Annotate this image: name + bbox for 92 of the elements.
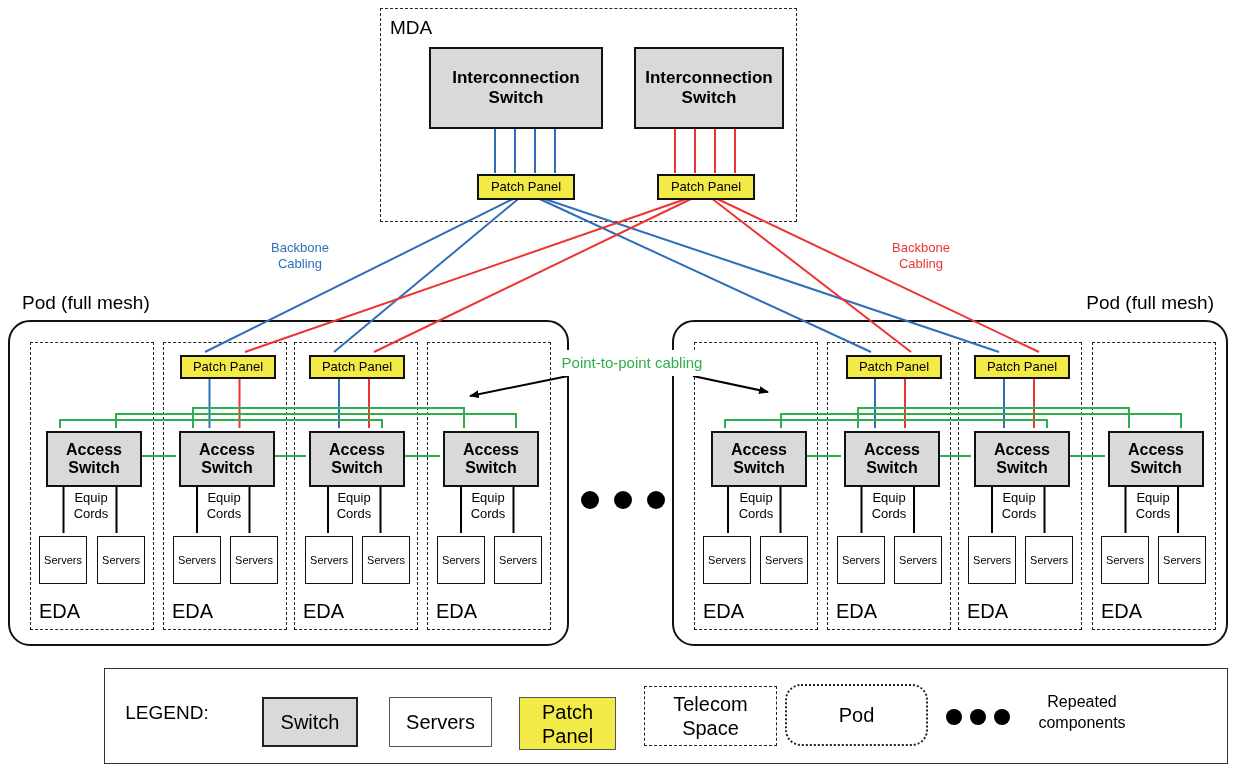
cable-line <box>115 413 517 429</box>
space-label: EDA <box>1101 600 1143 623</box>
server-box: Servers <box>362 536 410 584</box>
server-box: Servers <box>230 536 278 584</box>
telecom-space-box <box>30 342 154 630</box>
server-box: Servers <box>305 536 353 584</box>
legend-text: Repeated components <box>1037 692 1127 733</box>
cable-label: Equip Cords <box>205 490 243 522</box>
cable-label: Backbone Cabling <box>891 240 951 272</box>
cable-label: Equip Cords <box>1134 490 1172 522</box>
server-box: Servers <box>39 536 87 584</box>
switch-box: Access Switch <box>844 431 940 487</box>
cable-line <box>534 127 536 174</box>
cable-line <box>694 127 696 174</box>
cable-line <box>734 127 736 174</box>
cable-line <box>724 419 1048 429</box>
patch-panel-box: Patch Panel <box>477 174 575 200</box>
switch-box: Access Switch <box>974 431 1070 487</box>
patch-panel-box: Patch Panel <box>309 355 405 379</box>
telecom-space-box <box>1092 342 1216 630</box>
pod-heading: Pod (full mesh) <box>22 292 150 314</box>
cable-line <box>538 198 872 353</box>
switch-box: Access Switch <box>443 431 539 487</box>
cable-label: Equip Cords <box>1000 490 1038 522</box>
space-label: EDA <box>703 600 745 623</box>
cable-line <box>857 407 1130 429</box>
server-box: Servers <box>494 536 542 584</box>
server-box: Servers <box>173 536 221 584</box>
telecom-space-box <box>427 342 551 630</box>
legend-text: Patch Panel <box>540 699 595 748</box>
space-label: EDA <box>172 600 214 623</box>
cable-line <box>514 127 516 174</box>
arrow <box>469 375 570 399</box>
cable-label: Equip Cords <box>737 490 775 522</box>
cable-line <box>494 127 496 174</box>
legend-text: Telecom Space <box>672 692 749 740</box>
legend-text: Switch <box>280 710 340 734</box>
cable-line <box>204 198 514 353</box>
legend-title: LEGEND: <box>124 702 210 725</box>
space-label: EDA <box>39 600 81 623</box>
server-box: Servers <box>97 536 145 584</box>
cable-line <box>554 127 556 174</box>
cable-line <box>59 419 383 429</box>
cable-label: Equip Cords <box>335 490 373 522</box>
space-label: EDA <box>436 600 478 623</box>
space-label: EDA <box>836 600 878 623</box>
arrow <box>691 375 769 395</box>
space-label: EDA <box>303 600 345 623</box>
server-box: Servers <box>1158 536 1206 584</box>
server-box: Servers <box>837 536 885 584</box>
legend-text: Pod <box>838 703 875 727</box>
switch-box: Access Switch <box>179 431 275 487</box>
cable-line <box>711 198 912 353</box>
cable-line <box>780 413 1182 429</box>
server-box: Servers <box>968 536 1016 584</box>
cable-label: Backbone Cabling <box>270 240 330 272</box>
telecom-space-box <box>294 342 418 630</box>
space-label: MDA <box>390 17 433 39</box>
server-box: Servers <box>703 536 751 584</box>
cable-label: Equip Cords <box>870 490 908 522</box>
cable-line <box>333 198 520 353</box>
patch-panel-box: Patch Panel <box>846 355 942 379</box>
cable-line <box>192 407 465 429</box>
cable-label: Equip Cords <box>469 490 507 522</box>
switch-box: Access Switch <box>309 431 405 487</box>
cable-line <box>674 127 676 174</box>
switch-box: Interconnection Switch <box>634 47 784 129</box>
telecom-space-box <box>958 342 1082 630</box>
cable-label: Equip Cords <box>72 490 110 522</box>
server-box: Servers <box>1025 536 1073 584</box>
cable-line <box>543 198 1000 353</box>
switch-box: Interconnection Switch <box>429 47 603 129</box>
patch-panel-box: Patch Panel <box>657 174 755 200</box>
patch-panel-box: Patch Panel <box>180 355 276 379</box>
server-box: Servers <box>437 536 485 584</box>
server-box: Servers <box>760 536 808 584</box>
server-box: Servers <box>894 536 942 584</box>
legend-text: Servers <box>406 710 475 734</box>
cable-line <box>373 198 692 353</box>
telecom-space-box <box>380 8 797 222</box>
pod-heading: Pod (full mesh) <box>1086 292 1214 314</box>
switch-box: Access Switch <box>1108 431 1204 487</box>
patch-panel-box: Patch Panel <box>974 355 1070 379</box>
switch-box: Access Switch <box>711 431 807 487</box>
telecom-space-box <box>827 342 951 630</box>
server-box: Servers <box>1101 536 1149 584</box>
telecom-space-box <box>163 342 287 630</box>
cable-line <box>244 198 687 353</box>
space-label: EDA <box>967 600 1009 623</box>
cable-line <box>716 198 1040 353</box>
switch-box: Access Switch <box>46 431 142 487</box>
cable-line <box>714 127 716 174</box>
